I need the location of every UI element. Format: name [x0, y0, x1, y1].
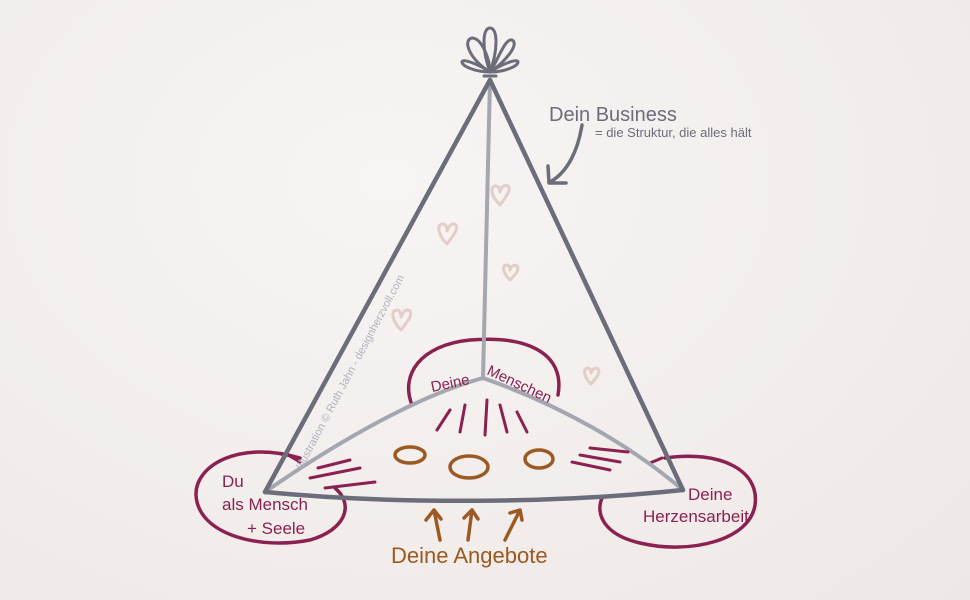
label-deine-top: Deine [429, 371, 471, 396]
label-deine-right: Deine [688, 485, 733, 504]
title-main: Dein Business [549, 104, 677, 126]
top-circle [406, 337, 561, 407]
front-edge [262, 487, 686, 504]
left-circle-dash [286, 453, 302, 464]
label-als-mensch: als Mensch [222, 495, 308, 514]
label-herzensarbeit: Herzensarbeit [643, 507, 749, 526]
label-menschen-top: Menschen [484, 362, 554, 407]
right-circle [598, 454, 758, 549]
left-edge [262, 77, 493, 495]
offer-ovals [393, 445, 555, 480]
ray-lines [308, 398, 630, 490]
up-arrow-icons [424, 508, 524, 542]
left-circle [194, 450, 347, 545]
right-circle-dash [648, 456, 664, 465]
curved-arrow-icon [546, 123, 584, 185]
watermark: Illustration © Ruth Jahn - designherzvol… [294, 273, 407, 472]
label-seele: + Seele [247, 519, 306, 538]
label-angebote: Deine Angebote [391, 543, 548, 568]
heart-icons [391, 184, 601, 386]
title-sub: = die Struktur, die alles hält [595, 125, 752, 140]
bow-icon [460, 26, 520, 78]
label-du: Du [222, 472, 244, 491]
center-edge [481, 78, 492, 380]
right-edge [487, 77, 686, 493]
